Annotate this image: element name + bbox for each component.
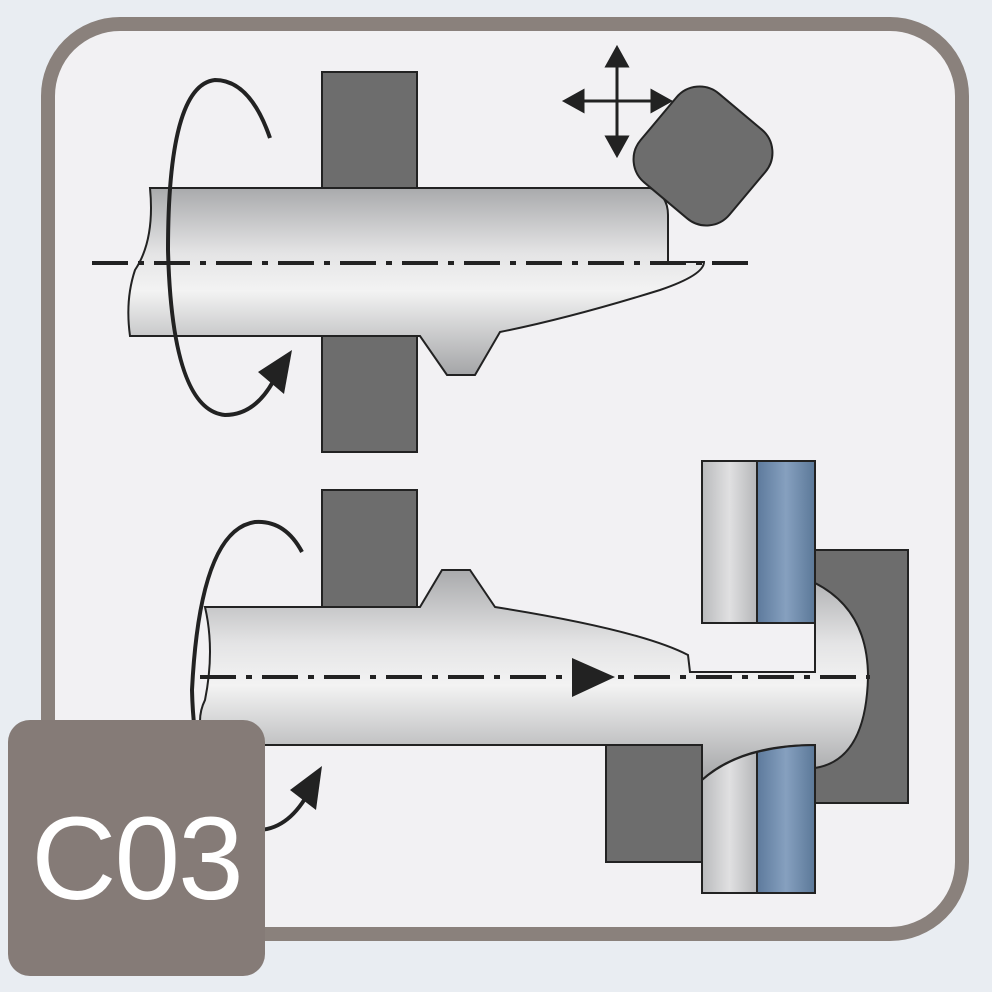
mandrel-block-bottom: [321, 489, 418, 608]
feed-arrow-icon: [572, 658, 615, 697]
rotation-arrowhead-icon: [258, 350, 292, 394]
process-code-badge: C03: [8, 720, 265, 976]
move-arrows-icon: [561, 44, 674, 159]
mandrel-block-upper: [321, 71, 418, 189]
rotation-arrow-icon: [165, 77, 285, 418]
roller-tool: [632, 85, 774, 227]
process-code-label: C03: [31, 793, 243, 925]
roller-light-lower: [701, 750, 758, 894]
rotation-arrow-icon-bottom: [189, 519, 312, 833]
roller-blue-lower: [756, 743, 816, 894]
bottom-assembly: [189, 460, 909, 894]
die-block-left: [605, 744, 703, 863]
roller-blue-upper: [756, 460, 816, 624]
top-assembly: [92, 44, 774, 453]
rotation-arrowhead-icon: [290, 766, 322, 810]
mandrel-block-lower: [321, 335, 418, 453]
roller-light-upper: [701, 460, 758, 624]
workpiece-top: [127, 187, 706, 376]
